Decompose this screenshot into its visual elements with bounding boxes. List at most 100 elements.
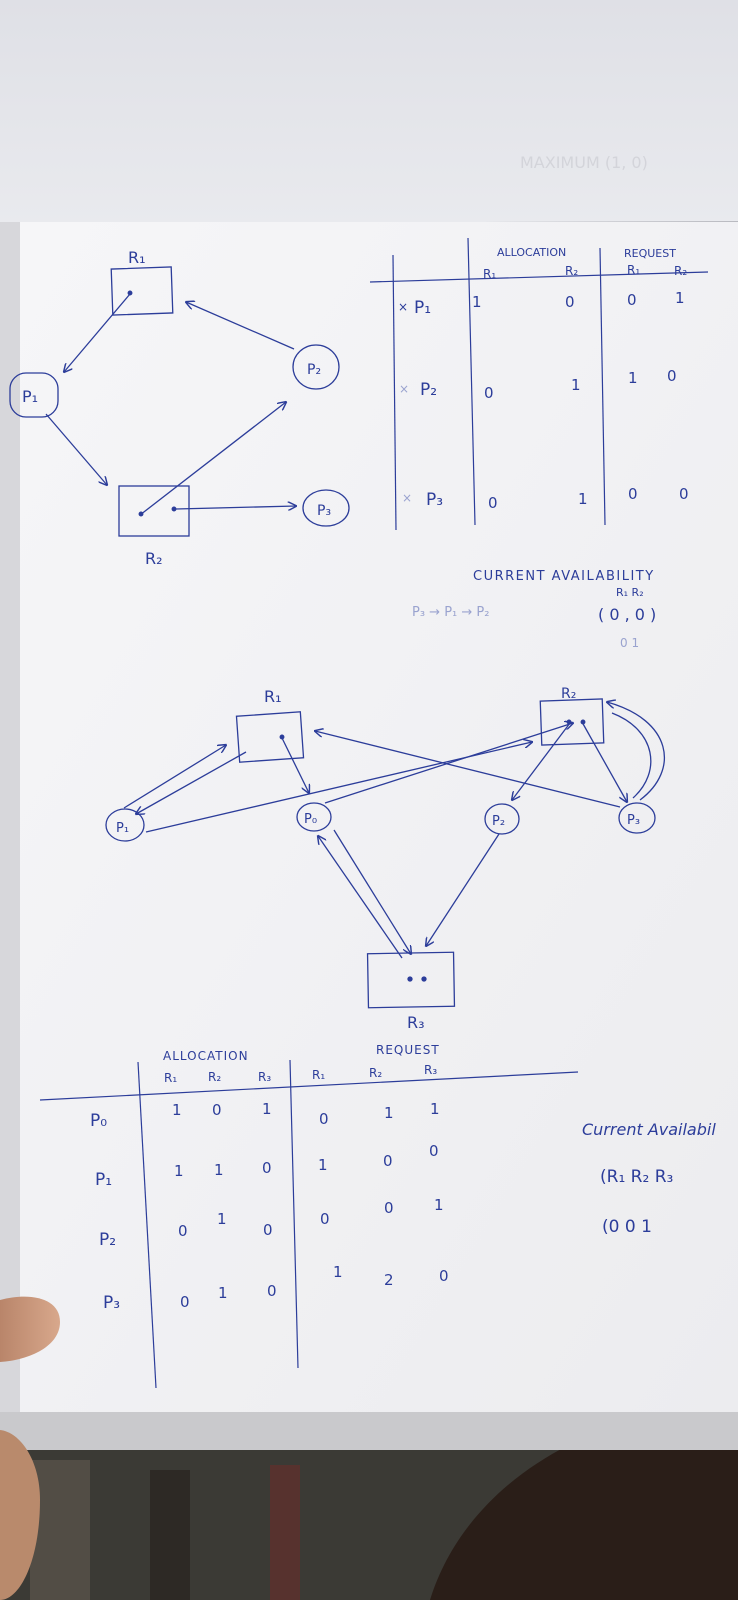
table1-cell: 1 (675, 289, 685, 307)
table2-cell: 1 (172, 1101, 182, 1119)
process-p2-node (292, 344, 340, 390)
table1-row-mark: × (398, 300, 408, 314)
label-p0: P₀ (304, 812, 317, 827)
allocation-request-table-1: ALLOCATION REQUEST R₁ R₂ R₁ R₂ × P₁ 1 0 … (369, 237, 709, 531)
table2-allocation-header: ALLOCATION (163, 1049, 249, 1063)
table2-row-process: P₃ (103, 1293, 120, 1313)
table1-subheader: R₂ (674, 264, 687, 278)
table2-row-process: P₁ (95, 1170, 112, 1190)
resource-r1-box (110, 266, 174, 316)
label-r2: R₂ (145, 549, 163, 568)
allocation-request-table-2: ALLOCATION REQUEST R₁ R₂ R₃ R₁ R₂ R₃ P₀ … (39, 1043, 579, 1389)
top-page (0, 0, 738, 225)
resource-allocation-graph-2 (105, 698, 665, 1009)
resource-allocation-graph-1 (9, 266, 350, 537)
table1-cell: 0 (488, 494, 498, 512)
table2-cell: 0 (383, 1152, 393, 1170)
table1-cell: 0 (484, 384, 494, 402)
table1-cell: 0 (667, 367, 677, 385)
table2-subheader: R₃ (424, 1063, 437, 1077)
table2-cell: 0 (429, 1142, 439, 1160)
table1-cell: 1 (571, 376, 581, 394)
availability2-values: (0 0 1 (602, 1217, 652, 1237)
label-p3: P₃ (317, 503, 331, 519)
label-p3: P₃ (627, 813, 640, 828)
table1-row-mark: × (402, 491, 412, 505)
table2-subheader: R₃ (258, 1070, 271, 1084)
table1-cell: 1 (578, 490, 588, 508)
availability2-title: Current Availabil (582, 1120, 716, 1139)
knee-shadow (430, 1409, 738, 1600)
current-availability-1: CURRENT AVAILABILITY R₁ R₂ ( 0 , 0 ) 0 1… (412, 569, 656, 650)
safe-sequence: P₃ → P₁ → P₂ (412, 605, 489, 620)
table2-cell: 1 (174, 1162, 184, 1180)
process-p1-node (9, 372, 59, 418)
table1-row-mark: × (399, 382, 409, 396)
table2-request-header: REQUEST (376, 1043, 440, 1057)
availability1-faint-values: 0 1 (620, 636, 639, 650)
thumb (0, 1296, 60, 1362)
label-p1: P₁ (22, 387, 38, 406)
table2-cell: 1 (333, 1263, 343, 1281)
table2-subheader: R₂ (208, 1070, 221, 1084)
table2-cell: 0 (319, 1110, 329, 1128)
process-p3-node (302, 489, 350, 527)
table2-cell: 1 (430, 1100, 440, 1118)
table2-cell: 1 (318, 1156, 328, 1174)
current-availability-2: Current Availabil (R₁ R₂ R₃ (0 0 1 (582, 1120, 716, 1237)
table1-subheader: R₂ (565, 264, 578, 278)
table2-cell: 1 (218, 1284, 228, 1302)
availability1-title: CURRENT AVAILABILITY (473, 569, 655, 584)
label-r3: R₃ (407, 1013, 425, 1032)
availability2-headers: (R₁ R₂ R₃ (600, 1167, 673, 1187)
label-p1: P₁ (116, 821, 129, 836)
table2-cell: 2 (384, 1271, 394, 1289)
table1-cell: 0 (565, 293, 575, 311)
table1-subheader: R₁ (627, 263, 640, 277)
table2-row-process: P₀ (90, 1111, 107, 1131)
table1-cell: 1 (628, 369, 638, 387)
table1-cell: 1 (472, 293, 482, 311)
availability1-headers: R₁ R₂ (616, 586, 644, 599)
label-r1: R₁ (264, 687, 282, 706)
table2-cell: 0 (178, 1222, 188, 1240)
table1-row-process: P₃ (426, 490, 443, 510)
diagram2-labels: R₁ R₂ R₃ P₁ P₀ P₂ P₃ (116, 686, 640, 1032)
table2-subheader: R₁ (312, 1068, 325, 1082)
table1-allocation-header: ALLOCATION (497, 246, 566, 259)
table2-cell: 1 (384, 1104, 394, 1122)
table2-cell: 1 (214, 1161, 224, 1179)
table1-cell: 0 (628, 485, 638, 503)
resource-r1-box (235, 711, 305, 763)
table2-subheader: R₁ (164, 1071, 177, 1085)
table1-request-header: REQUEST (624, 247, 676, 260)
table1-subheader: R₁ (483, 267, 496, 281)
resource-r2-box (539, 698, 605, 746)
label-r1: R₁ (128, 248, 146, 267)
process-p2-node (484, 803, 520, 835)
table2-cell: 1 (217, 1210, 227, 1228)
availability1-values: ( 0 , 0 ) (598, 605, 656, 624)
table2-cell: 0 (267, 1282, 277, 1300)
process-p3-node (618, 802, 656, 834)
table2-row-process: P₂ (99, 1230, 116, 1250)
table1-row-process: P₁ (414, 298, 431, 318)
table1-row-process: P₂ (420, 380, 437, 400)
process-p0-node (296, 802, 332, 832)
table2-cell: 0 (180, 1293, 190, 1311)
table2-cell: 0 (439, 1267, 449, 1285)
diagram1-labels: R₁ R₂ P₁ P₂ P₃ (22, 248, 331, 568)
table2-cell: 0 (212, 1101, 222, 1119)
resource-r2-box (118, 485, 190, 537)
label-r2: R₂ (561, 686, 576, 702)
table2-cell: 0 (262, 1159, 272, 1177)
finger (0, 1430, 40, 1600)
table2-cell: 0 (320, 1210, 330, 1228)
notebook-page (18, 222, 738, 1412)
table2-cell: 0 (384, 1199, 394, 1217)
table2-cell: 0 (263, 1221, 273, 1239)
bleed-through-text: MAXIMUM (1, 0) (520, 153, 648, 172)
table2-cell: 1 (434, 1196, 444, 1214)
table2-cell: 1 (262, 1100, 272, 1118)
